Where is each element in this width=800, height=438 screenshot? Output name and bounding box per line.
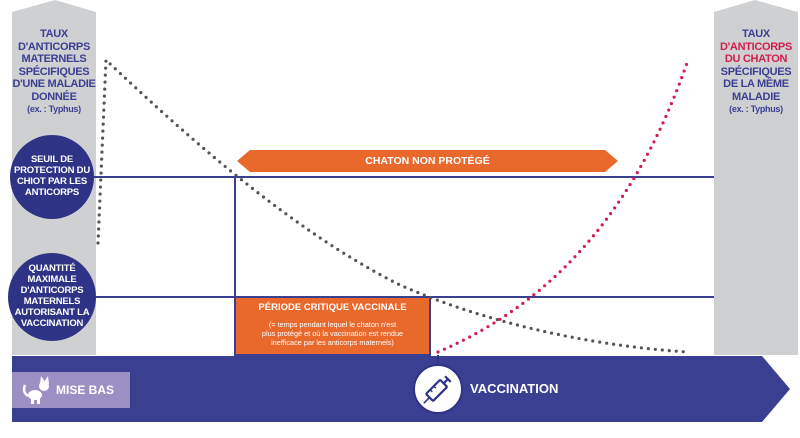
max-maternal-line-2: MAXIMALE [27,274,77,285]
max-maternal-line-1: QUANTITÉ [28,263,76,274]
right-axis-line-3: DU CHATON [724,53,788,65]
unprotected-banner-label: CHATON NON PROTÉGÉ [365,155,490,167]
vaccination-label: VACCINATION [470,381,559,396]
right-axis-line-4: SPÉCIFIQUES [720,65,792,78]
left-axis-line-3: MATERNELS [21,53,87,65]
max-maternal-line-4: MATERNELS [23,296,81,307]
right-axis-line-2: D'ANTICORPS [719,40,793,53]
left-axis-line-4: SPÉCIFIQUES [18,65,90,78]
protection-threshold-line-1: SEUIL DE [30,154,74,165]
syringe-icon [423,375,452,404]
critical-period-title: PÉRIODE CRITIQUE VACCINALE [258,302,407,313]
timeline-arrow [12,356,790,422]
right-axis-column [714,0,798,355]
right-axis-line-5: DE LA MÊME [723,78,789,90]
kitten-antibody-curve [436,58,690,354]
critical-period-line-2: plus protégé et où la vaccination est re… [261,329,404,338]
right-axis-line-1: TAUX [742,28,770,40]
protection-threshold-line-3: CHIOT PAR LES [16,176,88,187]
left-axis-example: (ex. : Typhus) [27,104,81,114]
critical-period-line-1: (= temps pendant lequel le chaton n'est [268,320,397,329]
critical-period-text: PÉRIODE CRITIQUE VACCINALE (= temps pend… [237,302,428,347]
max-maternal-line-3: D'ANTICORPS [20,285,84,296]
maternal-antibody-curve [96,56,690,354]
left-axis-line-2: D'ANTICORPS [17,40,91,53]
left-axis-line-6: DONNÉE [31,90,77,103]
left-axis-line-5: D'UNE MALADIE [12,78,96,90]
max-maternal-circle [8,253,96,341]
protection-threshold-line-4: ANTICORPS [24,187,80,198]
right-axis-example: (ex. : Typhus) [729,104,783,114]
protection-threshold-line-2: PROTECTION DU [13,165,91,176]
right-axis-line-6: MALADIE [731,90,780,103]
cat-icon [22,376,49,404]
max-maternal-line-6: VACCINATION [20,318,84,329]
birth-label: MISE BAS [56,383,115,397]
right-axis-label: TAUX D'ANTICORPS DU CHATON SPÉCIFIQUES D… [714,28,798,116]
max-maternal-line-5: AUTORISANT LA [14,307,90,318]
unprotected-banner [237,150,618,172]
left-axis-label: TAUX D'ANTICORPS MATERNELS SPÉCIFIQUES D… [12,28,96,116]
critical-period-line-3: inefficace par les anticorps maternels) [271,338,394,347]
max-maternal-label: QUANTITÉ MAXIMALE D'ANTICORPS MATERNELS … [10,263,94,329]
protection-threshold-label: SEUIL DE PROTECTION DU CHIOT PAR LES ANT… [12,154,92,198]
left-axis-line-1: TAUX [40,28,68,40]
critical-period-box [234,296,431,356]
protection-threshold-circle [10,135,94,219]
